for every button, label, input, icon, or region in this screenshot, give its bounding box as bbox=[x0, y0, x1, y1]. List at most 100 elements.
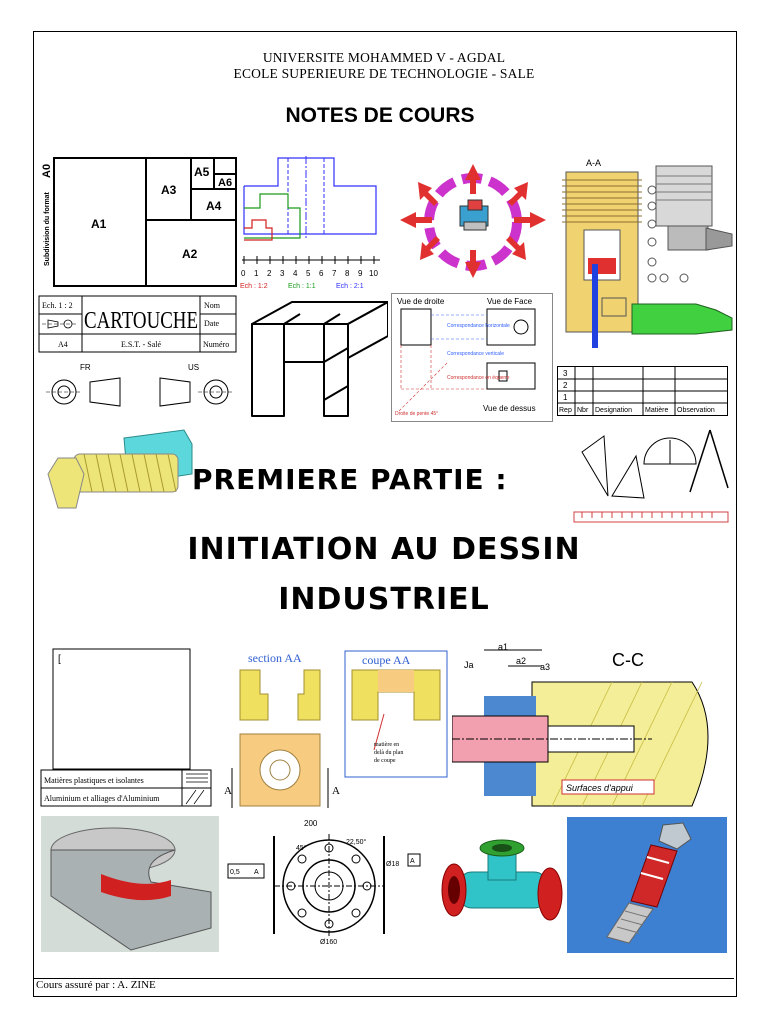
nomenclature-table: 3 2 1 Rep Nbr Designation Matière Observ… bbox=[557, 366, 728, 416]
scale-tick-10: 10 bbox=[369, 269, 378, 278]
format-a2-label: A2 bbox=[182, 247, 198, 261]
flange-tol: 0,5 bbox=[230, 869, 240, 876]
footer-bar: Cours assuré par : A. ZINE bbox=[34, 978, 734, 995]
legend-plastics: Matières plastiques et isolantes bbox=[44, 776, 144, 785]
format-a5-label: A5 bbox=[194, 165, 210, 179]
flange-dim-200: 200 bbox=[304, 819, 318, 828]
cartouche-date: Date bbox=[204, 319, 220, 328]
main-title-line1: INITIATION AU DESSIN bbox=[187, 532, 581, 567]
cc-a2: a2 bbox=[516, 656, 526, 666]
nomen-col-nbr: Nbr bbox=[577, 407, 589, 414]
nomen-col-rep: Rep bbox=[559, 407, 572, 414]
part-title: PREMIERE PARTIE : bbox=[192, 463, 508, 496]
hatch-legend: [ Matières plastiques et isolantes Alumi… bbox=[40, 648, 212, 807]
nomen-col-matiere: Matière bbox=[645, 407, 668, 414]
ech-two-label: Ech : 2:1 bbox=[336, 283, 364, 290]
cartouche-nom: Nom bbox=[204, 301, 221, 310]
paper-formats-diagram: Subdivision du format A0 A1 A2 A3 A4 A5 … bbox=[41, 157, 237, 287]
scale-tick-2: 2 bbox=[267, 269, 272, 278]
rendered-threaded-rod bbox=[567, 817, 727, 953]
rendered-cam-part bbox=[41, 816, 219, 952]
view-front-label: Vue de Face bbox=[487, 297, 533, 306]
scale-tick-3: 3 bbox=[280, 269, 285, 278]
corr-v-label: Correspondance verticale bbox=[447, 351, 504, 357]
arrow-a-right: A bbox=[332, 785, 340, 797]
cartouche-school: E.S.T. - Salé bbox=[121, 340, 162, 349]
ech-one-label: Ech : 1:1 bbox=[288, 283, 316, 290]
university-name: UNIVERSITE MOHAMMED V - AGDAL bbox=[262, 50, 506, 65]
view-right-label: Vue de droite bbox=[397, 297, 445, 306]
cartouche-title: CARTOUCHE bbox=[84, 308, 198, 334]
cc-surfaces: Surfaces d'appui bbox=[566, 783, 634, 793]
flange-drawing: 200 22,50° 0,5 A 45° Ø18 Ø160 A bbox=[227, 819, 421, 946]
views-drawing: Vue de droite Vue de Face Vue de dessus … bbox=[395, 297, 536, 417]
cc-a3: a3 bbox=[540, 662, 550, 672]
coupe-aa-drawing: coupe AA matière en delà du plan de coup… bbox=[344, 650, 448, 778]
section-aa-title: section AA bbox=[248, 651, 302, 665]
scale-drawing: 0 1 2 3 4 5 6 7 8 9 10 Ech : 1:2 Ech : 1… bbox=[240, 156, 380, 290]
main-title-line2: INDUSTRIEL bbox=[278, 582, 490, 617]
coupe-aa-title: coupe AA bbox=[362, 653, 411, 667]
format-a6-label: A6 bbox=[218, 177, 232, 189]
school-name: ECOLE SUPERIEURE DE TECHNOLOGIE - SALE bbox=[233, 66, 535, 81]
flange-45: 45° bbox=[296, 844, 307, 852]
scale-tick-0: 0 bbox=[241, 269, 246, 278]
views-panel bbox=[391, 293, 553, 422]
isometric-block bbox=[251, 301, 388, 417]
corr-h-label: Correspondance horizontale bbox=[447, 323, 510, 329]
flange-d18: Ø18 bbox=[386, 861, 399, 868]
nomen-row-2: 2 bbox=[563, 381, 568, 390]
nomen-row-3: 3 bbox=[563, 369, 568, 378]
ech-half-label: Ech : 1:2 bbox=[240, 283, 268, 290]
projection-symbols: FR US bbox=[46, 363, 234, 407]
rendered-tee-pipe bbox=[441, 839, 563, 921]
scale-tick-6: 6 bbox=[319, 269, 324, 278]
drawing-tools bbox=[573, 429, 729, 523]
flange-ref: A bbox=[254, 869, 259, 876]
view-top-label: Vue de dessus bbox=[483, 404, 536, 413]
arrow-a-left: A bbox=[224, 785, 232, 797]
scale-ticks bbox=[243, 256, 375, 264]
flange-d160: Ø160 bbox=[320, 939, 337, 946]
flange-ref-box: A bbox=[410, 858, 415, 865]
page-frame bbox=[33, 31, 737, 997]
cartouche-format: A4 bbox=[58, 340, 68, 349]
engine-section-drawing: A-A bbox=[562, 158, 733, 348]
scale-tick-7: 7 bbox=[332, 269, 337, 278]
svg-text:[: [ bbox=[58, 654, 61, 665]
us-label: US bbox=[188, 363, 199, 372]
bolt-illustration bbox=[47, 429, 193, 509]
section-aa-engine-label: A-A bbox=[586, 158, 601, 168]
flange-dim-angle: 22,50° bbox=[346, 838, 367, 846]
format-a3-label: A3 bbox=[161, 183, 177, 197]
format-a1-label: A1 bbox=[91, 217, 107, 231]
notes-title: NOTES DE COURS bbox=[285, 104, 475, 127]
nomen-row-1: 1 bbox=[563, 393, 568, 402]
scale-tick-8: 8 bbox=[345, 269, 350, 278]
format-a0-label: A0 bbox=[41, 164, 53, 178]
scale-tick-5: 5 bbox=[306, 269, 311, 278]
footer-author: Cours assuré par : A. ZINE bbox=[36, 979, 156, 991]
cc-a1: a1 bbox=[498, 642, 508, 652]
section-aa-drawing: section AA A A bbox=[224, 651, 340, 808]
cc-ja: Ja bbox=[464, 660, 474, 670]
droite45-label: Droite de pente 45° bbox=[395, 411, 438, 417]
nomen-col-designation: Designation bbox=[595, 407, 632, 414]
coupe-note-1: matière en bbox=[374, 742, 399, 748]
cc-section-drawing: C-C a1 a2 a3 Ja Surfaces d'appui bbox=[452, 642, 709, 807]
cc-title: C-C bbox=[612, 650, 644, 670]
cartouche-numero: Numéro bbox=[203, 340, 229, 349]
coupe-note-3: de coupe bbox=[374, 758, 396, 764]
scale-tick-9: 9 bbox=[358, 269, 363, 278]
projection-arrows-diagram bbox=[400, 164, 546, 278]
formats-side-label: Subdivision du format bbox=[44, 191, 51, 266]
cartouche-block: Ech. 1 : 2 CARTOUCHE Nom Date A4 E.S.T. … bbox=[38, 295, 237, 353]
coupe-note-2: delà du plan bbox=[374, 750, 403, 756]
legend-aluminium: Aluminium et alliages d'Aluminium bbox=[44, 794, 160, 803]
scale-tick-1: 1 bbox=[254, 269, 259, 278]
corr-eq-label: Correspondance en équerre bbox=[447, 375, 510, 381]
scale-tick-4: 4 bbox=[293, 269, 298, 278]
format-a4-label: A4 bbox=[206, 199, 222, 213]
cartouche-scale: Ech. 1 : 2 bbox=[42, 301, 73, 310]
nomen-col-observation: Observation bbox=[677, 407, 715, 414]
